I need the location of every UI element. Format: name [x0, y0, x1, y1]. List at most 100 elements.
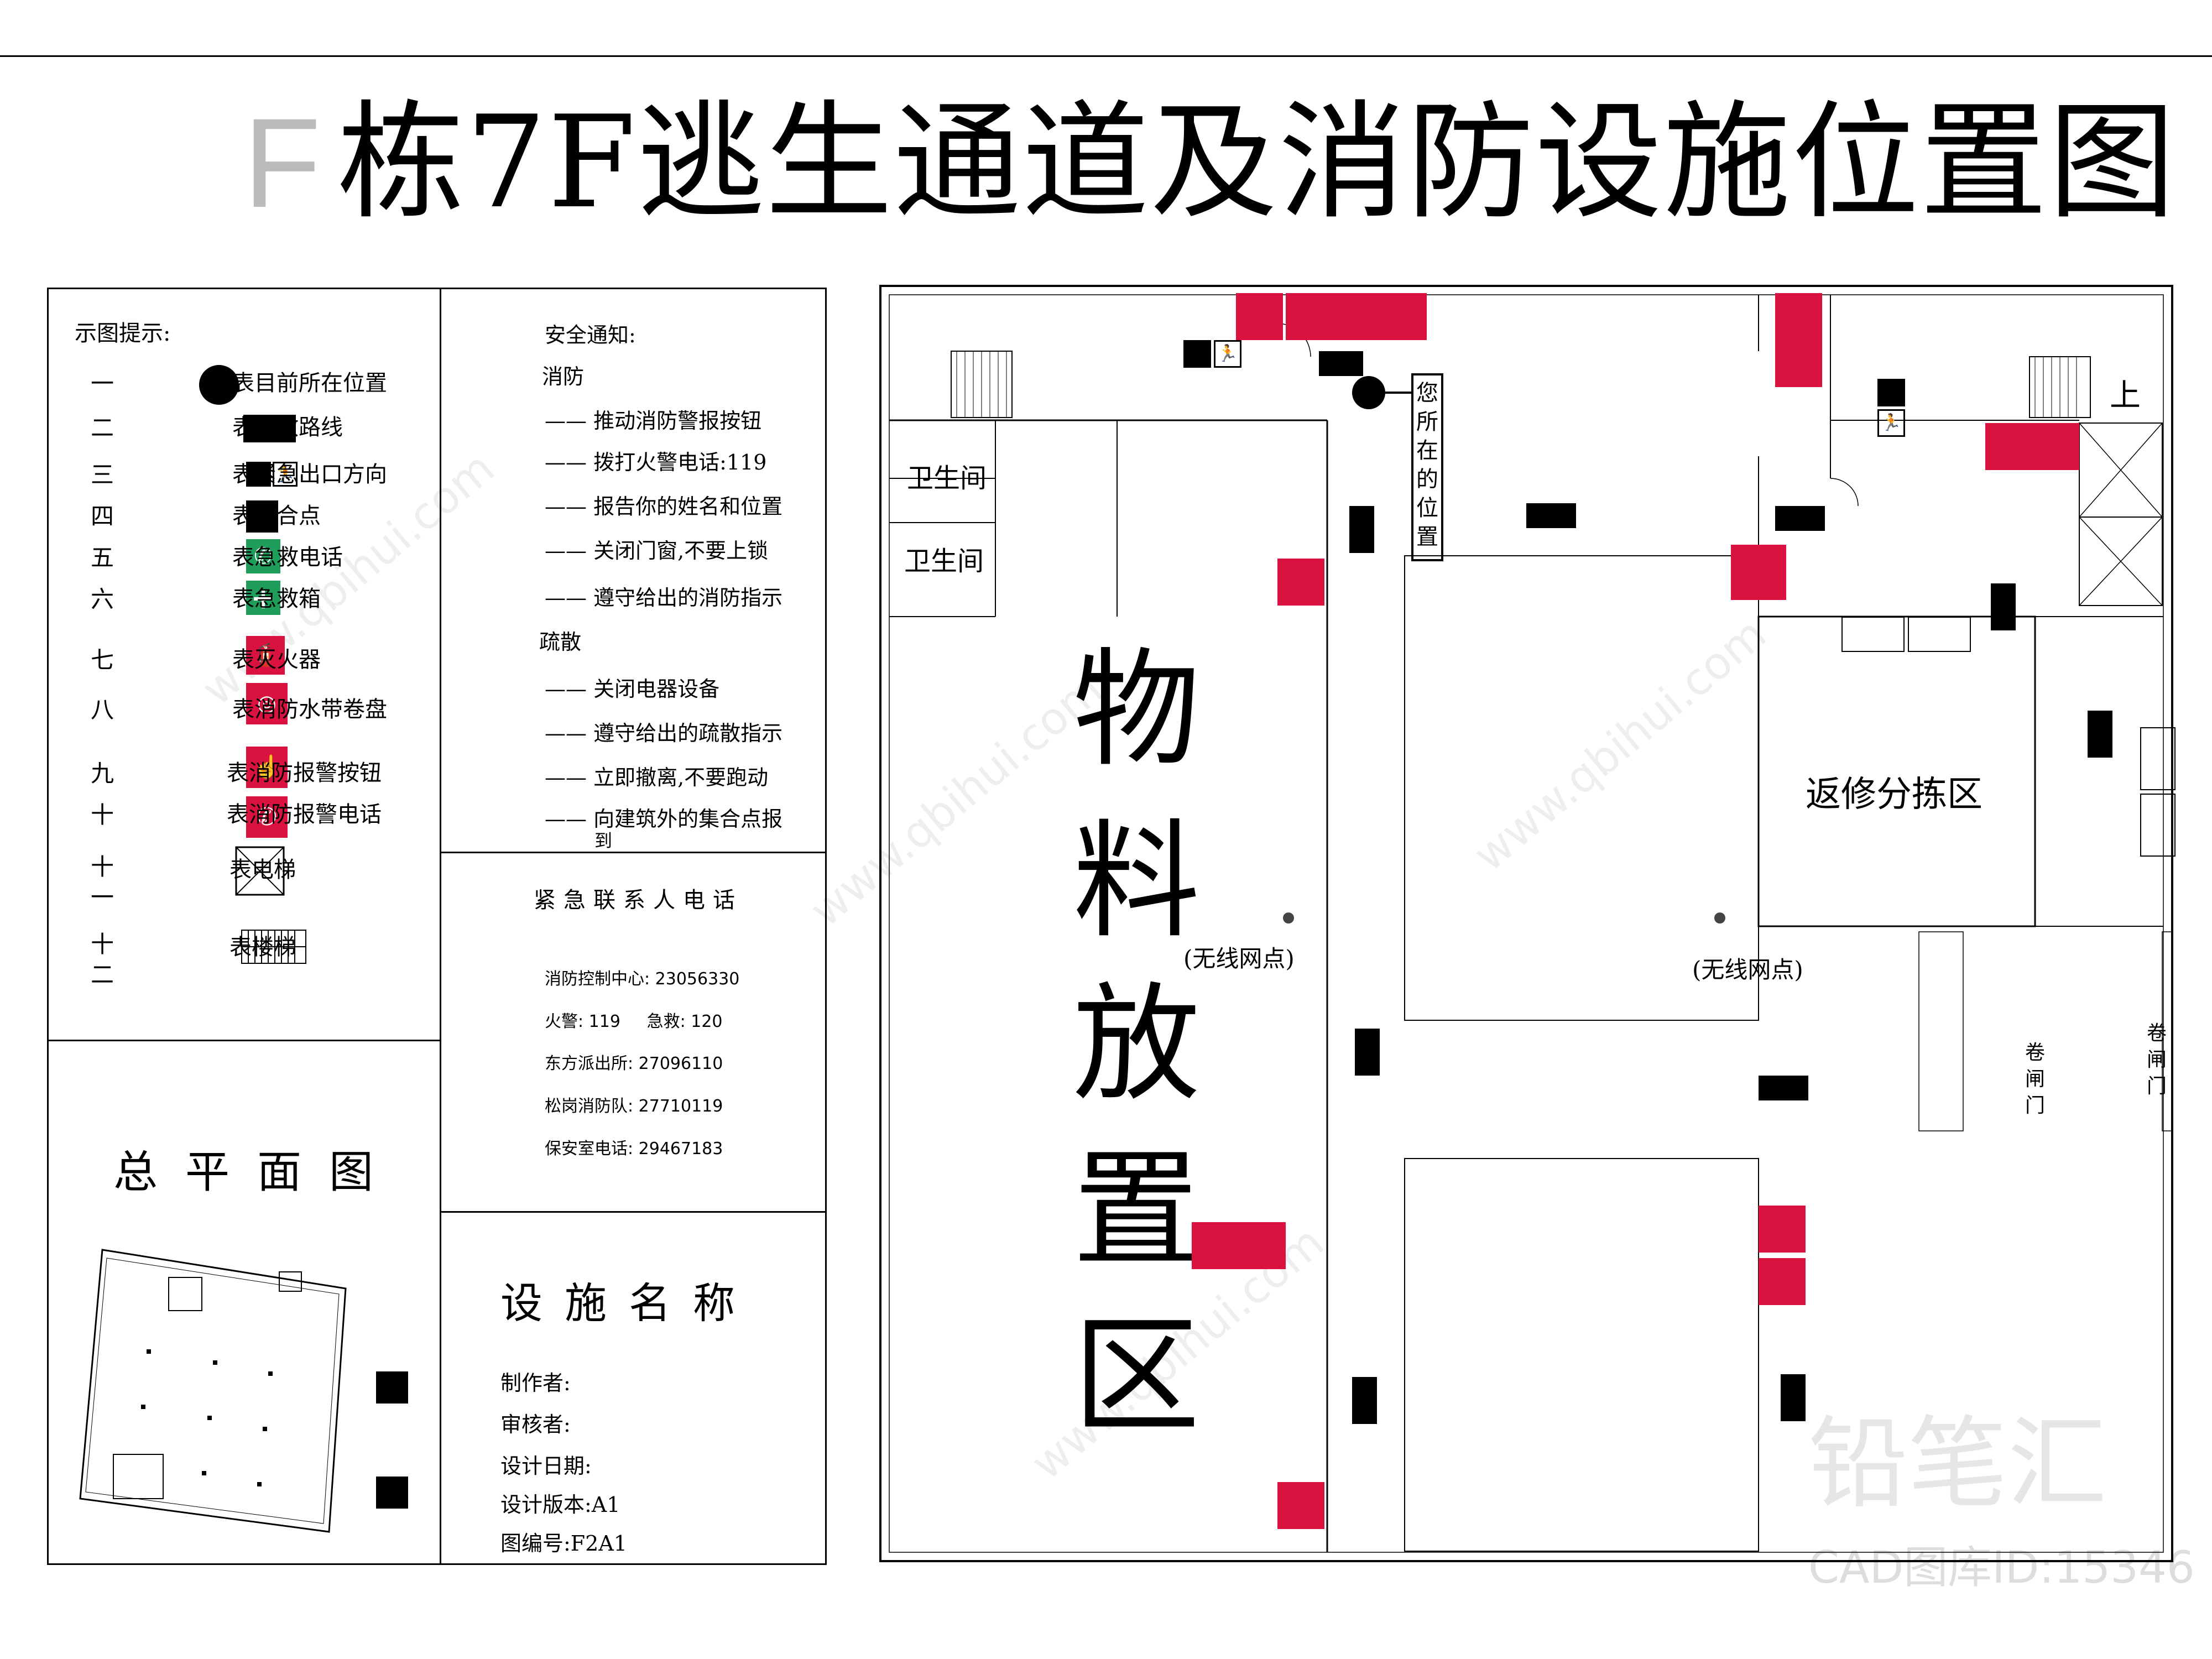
- fire-hose-reel-icon: [1333, 293, 1380, 340]
- fire-hose-reel-icon: [1759, 1206, 1806, 1253]
- evacuation-route-icon: [147, 409, 296, 448]
- divider: [47, 1040, 441, 1041]
- you-are-here-connector: [1385, 392, 1413, 394]
- you-are-here-dot: [1352, 376, 1385, 409]
- fire-extinguisher-icon: [1775, 340, 1822, 387]
- repair-zone-label: 返修分拣区: [1806, 774, 1983, 815]
- notice-step: —— 遵守给出的消防指示: [545, 586, 783, 610]
- notice-step-tail: 到: [594, 830, 613, 851]
- floor-plan: 卫生间 卫生间 物 料 放 置 区 返修分拣区 (无线网点) (无线网点) 您 …: [879, 285, 2176, 1562]
- facility-line: 设计日期:: [500, 1454, 592, 1478]
- first-aid-kit-icon: +: [147, 581, 280, 619]
- watermark-cad-id: CAD图库ID:15346: [1808, 1542, 2195, 1593]
- contacts-heading: 紧急联系人电话: [534, 888, 743, 913]
- workstation: [2140, 794, 2176, 857]
- evacuation-route-marker: [1319, 351, 1363, 376]
- info-panel: [47, 288, 827, 1565]
- evacuation-route-marker: [1775, 506, 1825, 531]
- notice-section-fire: 消防: [542, 364, 585, 389]
- you-are-here-label-box: 您 所 在 的 位 置: [1411, 373, 1443, 561]
- stairs-up-label: 上: [2110, 378, 2141, 414]
- fire-hose-reel-icon: [2032, 423, 2079, 470]
- contact-line: 消防控制中心: 23056330: [545, 969, 740, 989]
- stairs-icon: [147, 929, 306, 968]
- emergency-exit-icon: 🏃: [147, 456, 298, 495]
- roller-door-label: 卷闸门: [2146, 1022, 2167, 1098]
- evacuation-route-marker: [1991, 583, 2016, 630]
- notice-section-evac: 疏散: [539, 630, 582, 654]
- outer-border: [0, 55, 2212, 1659]
- assembly-point-marker: [376, 1477, 408, 1509]
- fire-extinguisher-icon: [1286, 293, 1333, 340]
- wifi-point-label: (无线网点): [1692, 956, 1803, 983]
- facility-line: 图编号:F2A1: [500, 1531, 627, 1556]
- contact-line: 东方派出所: 27096110: [545, 1054, 723, 1073]
- contact-line: 松岗消防队: 27710119: [545, 1097, 723, 1116]
- legend: 示图提示: 一 表目前所在位置 二 表疏散路线 三 🏃 表紧急出口方向 四 表集…: [47, 288, 440, 1040]
- notice-step: —— 关闭门窗,不要上锁: [545, 539, 769, 563]
- wifi-icon: [1283, 912, 1294, 924]
- elevator-icon: [147, 846, 285, 896]
- fire-alarm-phone-icon: ✆: [147, 796, 288, 838]
- roller-door-label: 卷闸门: [2025, 1041, 2045, 1117]
- watermark-brand: 铅笔汇: [1808, 1406, 2107, 1522]
- page-title: 栋7F逃生通道及消防设施位置图: [337, 89, 2177, 237]
- notice-step: —— 报告你的姓名和位置: [545, 494, 783, 519]
- notice-step: —— 立即撤离,不要跑动: [545, 765, 769, 790]
- evacuation-route-marker: [1781, 1374, 1806, 1421]
- evacuation-route-marker: [1759, 1076, 1808, 1100]
- evacuation-route-marker: [1526, 503, 1576, 528]
- fire-alarm-button-icon: ☝: [147, 747, 288, 794]
- emergency-contacts: 紧急联系人电话 消防控制中心: 23056330 火警: 119 急救: 120…: [440, 852, 827, 1211]
- material-zone-char: 区: [1073, 1303, 1201, 1451]
- material-zone-char: 放: [1073, 971, 1201, 1119]
- emergency-exit-icon: 🏃: [1877, 379, 1908, 440]
- contact-line: 保安室电话: 29467183: [545, 1139, 723, 1159]
- title-building-letter: F: [243, 92, 321, 234]
- facility-line: 审核者:: [500, 1412, 571, 1437]
- facility-line: 制作者:: [500, 1371, 571, 1395]
- workstation: [2140, 727, 2176, 790]
- fire-alarm-button-icon: [1731, 545, 1786, 600]
- evacuation-route-marker: [1355, 1029, 1380, 1076]
- site-plan: 总平面图: [47, 1040, 440, 1565]
- fire-extinguisher-icon: 🧯: [147, 636, 285, 680]
- material-zone-char: 料: [1073, 808, 1201, 956]
- material-zone-char: 物: [1073, 637, 1201, 784]
- assembly-point-icon: [147, 498, 278, 536]
- contact-line: 火警: 119 急救: 120: [545, 1012, 723, 1031]
- divider: [440, 288, 441, 1565]
- notice-step: —— 关闭电器设备: [545, 677, 720, 701]
- evacuation-route-marker: [1349, 506, 1374, 553]
- notice-step: —— 向建筑外的集合点报: [545, 807, 783, 831]
- current-location-icon: [147, 365, 239, 405]
- fire-extinguisher-icon: [1192, 1222, 1239, 1269]
- fire-alarm-button-icon: [1277, 559, 1324, 606]
- legend-heading: 示图提示:: [75, 321, 171, 346]
- fire-alarm-button-icon: [1277, 1482, 1324, 1529]
- first-aid-phone-icon: ✆: [147, 539, 280, 578]
- material-zone-char: 置: [1073, 1137, 1201, 1285]
- fire-extinguisher-icon: [1985, 423, 2032, 470]
- site-plan-drawing: [79, 1249, 347, 1533]
- workstation: [1841, 617, 1905, 652]
- toilet-label: 卫生间: [907, 463, 987, 494]
- wifi-icon: [1714, 912, 1725, 924]
- floor-plan-walls: [879, 285, 2173, 1562]
- fire-hose-reel-icon: [1239, 1222, 1286, 1269]
- fire-hose-reel-icon: ◎: [147, 683, 288, 730]
- divider: [440, 1211, 827, 1213]
- toilet-label: 卫生间: [904, 546, 984, 577]
- safety-notice: 安全通知: 消防 —— 推动消防警报按钮 —— 拨打火警电话:119 —— 报告…: [440, 288, 827, 852]
- evacuation-route-marker: [2088, 711, 2112, 758]
- notice-step: —— 推动消防警报按钮: [545, 409, 762, 433]
- evacuation-route-marker: [1352, 1377, 1377, 1424]
- workstation: [1908, 617, 1971, 652]
- facility-info: 设施名称 制作者: 审核者: 设计日期: 设计版本:A1 图编号:F2A1: [440, 1211, 827, 1565]
- assembly-point-marker: [376, 1371, 408, 1404]
- notice-step: —— 遵守给出的疏散指示: [545, 721, 783, 745]
- fire-hose-reel-icon: [1236, 293, 1283, 340]
- notice-step: —— 拨打火警电话:119: [545, 450, 767, 474]
- fire-hose-reel-icon: [1775, 293, 1822, 340]
- facility-heading: 设施名称: [500, 1279, 757, 1328]
